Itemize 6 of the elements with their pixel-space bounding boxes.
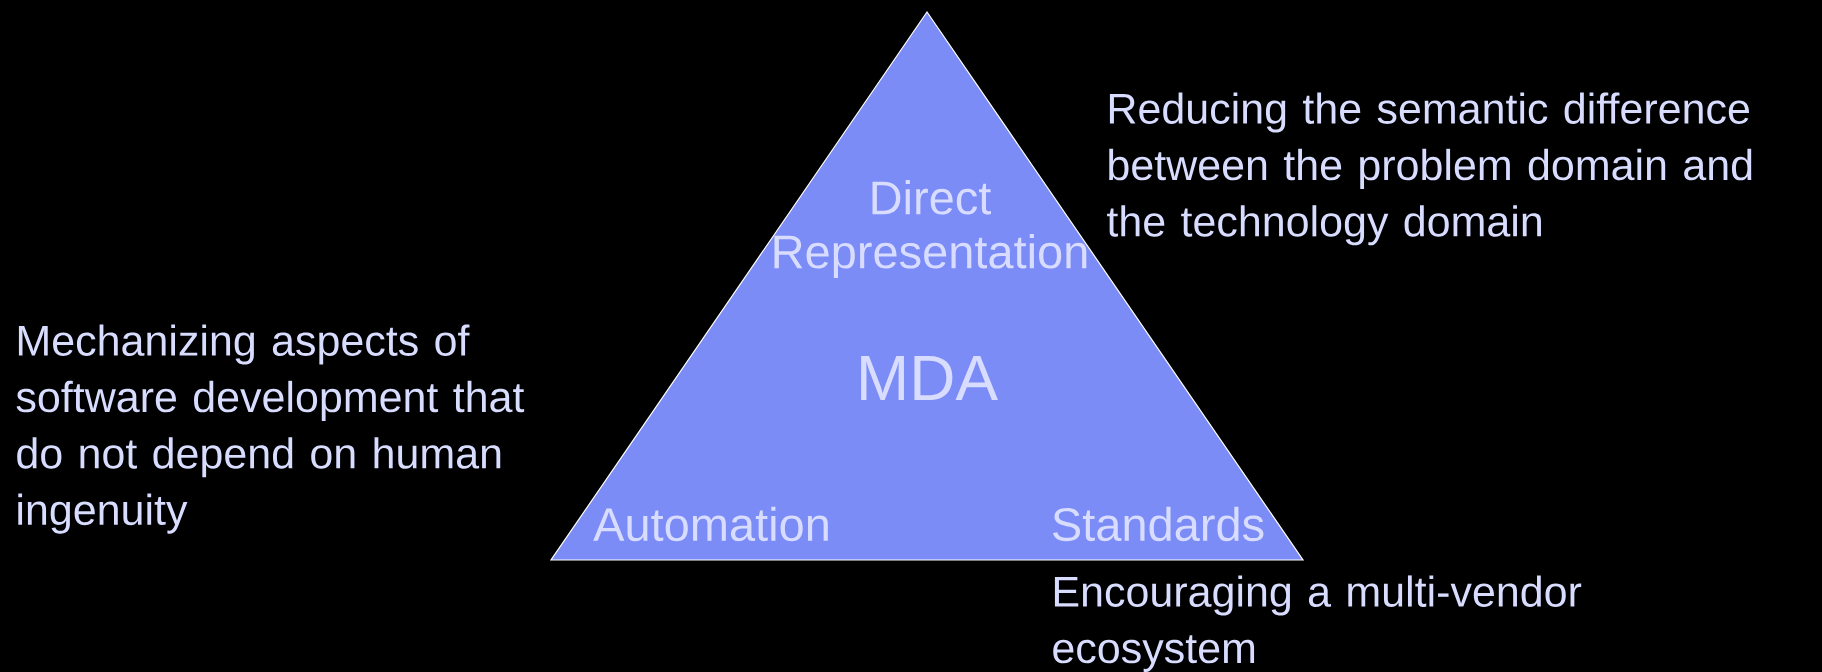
corner-label: Automation (593, 506, 828, 542)
triangle-title: MDA (861, 356, 998, 400)
description-text: Reducing the semantic difference between the problem domain and the technology domain (1107, 92, 1752, 246)
description-text: Encouraging a multi-vendor ecosystem (1053, 575, 1582, 672)
corner-label: Standards (1053, 506, 1264, 542)
corner-label: Direct Representation (774, 180, 1087, 278)
